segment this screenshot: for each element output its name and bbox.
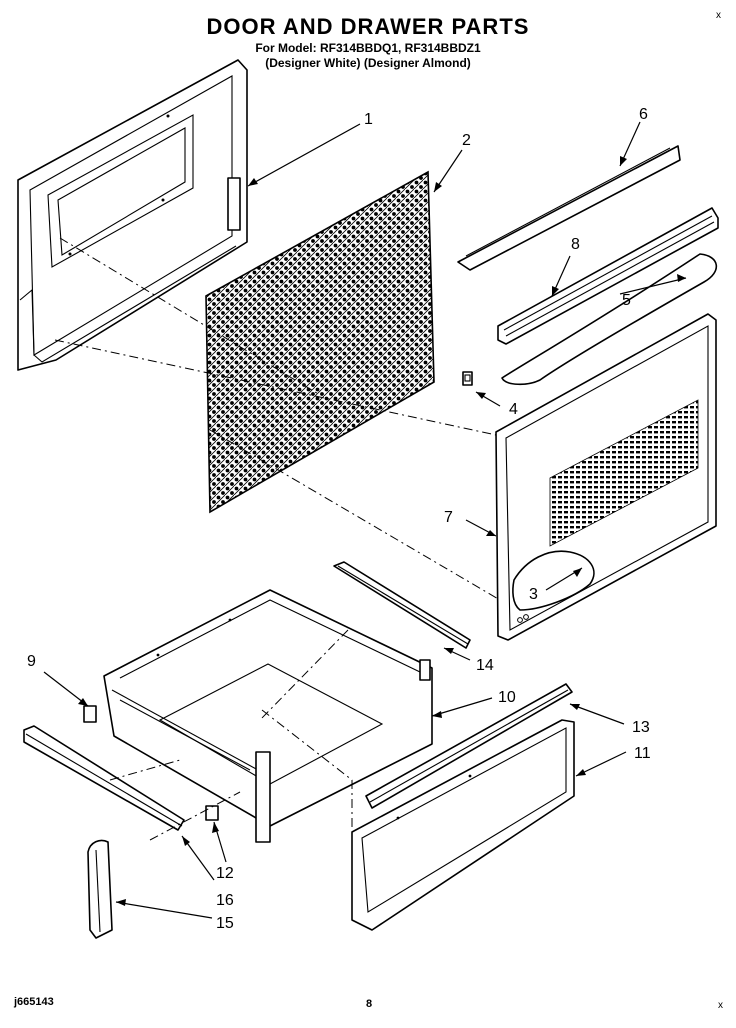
- page-title: DOOR AND DRAWER PARTS: [206, 14, 530, 39]
- leader-lines: [43, 121, 687, 919]
- drawer-stop: [205, 805, 219, 821]
- footer-code: j665143: [14, 996, 54, 1008]
- callout-13: 13: [632, 719, 650, 736]
- corner-mark-top: x: [716, 10, 721, 21]
- callout-1: 1: [364, 111, 373, 128]
- vent-trim-strip: [497, 207, 719, 345]
- drawer-front-trim: [365, 683, 573, 809]
- drawer-front-panel: [351, 719, 575, 931]
- inner-door-frame: [17, 59, 248, 371]
- model-line: For Model: RF314BBDQ1, RF314BBDZ1: [255, 41, 481, 55]
- corner-mark-bottom: x: [718, 1000, 723, 1011]
- drawer-body: [103, 589, 433, 843]
- callout-3: 3: [529, 586, 538, 603]
- drawer-rail: [333, 561, 471, 649]
- callout-14: 14: [476, 657, 494, 674]
- variant-line: (Designer White) (Designer Almond): [265, 56, 471, 70]
- callout-6: 6: [639, 106, 648, 123]
- page-number: 8: [366, 998, 373, 1010]
- door-screen-panel: [205, 170, 435, 514]
- drawer-side-support: [23, 725, 185, 831]
- slide-cover: [87, 839, 113, 939]
- drawer-glide: [83, 705, 97, 723]
- callout-2: 2: [462, 132, 471, 149]
- callout-15: 15: [216, 915, 234, 932]
- callout-7: 7: [444, 509, 453, 526]
- callout-8: 8: [571, 236, 580, 253]
- callout-4: 4: [509, 401, 518, 418]
- callout-11: 11: [634, 745, 651, 762]
- door-clip: [462, 371, 473, 386]
- callout-12: 12: [216, 865, 234, 882]
- callout-10: 10: [498, 689, 516, 706]
- callout-9: 9: [27, 653, 36, 670]
- callout-16: 16: [216, 892, 234, 909]
- callout-numbers: 1 2 3 4 5 6 7 8 9 10 11 12 13 14 15 16: [27, 106, 651, 932]
- door-handle: [501, 253, 718, 386]
- callout-5: 5: [622, 292, 631, 309]
- outer-door-panel: [495, 313, 717, 641]
- top-trim-strip: [457, 145, 681, 271]
